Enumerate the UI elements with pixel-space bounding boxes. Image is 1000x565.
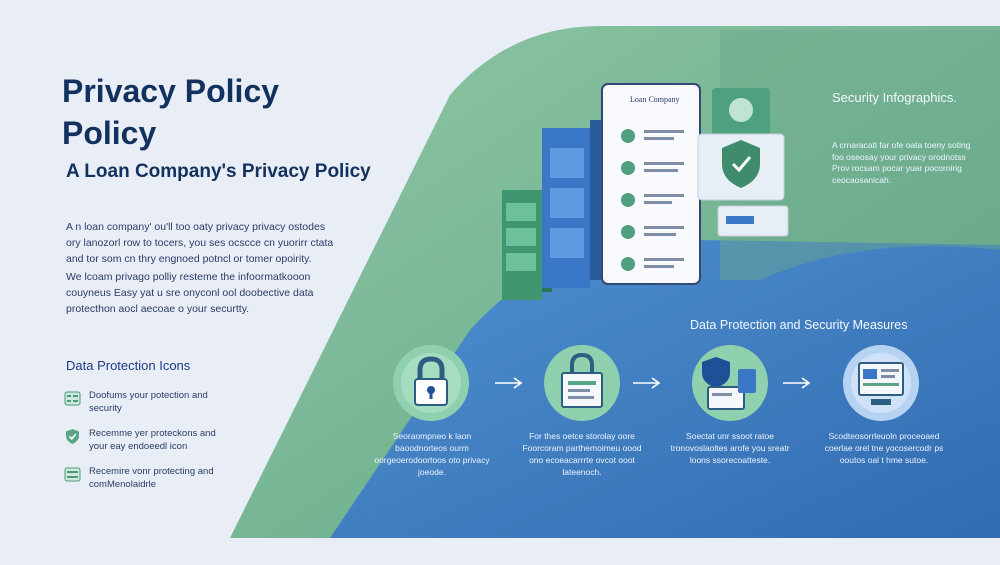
server-icon — [64, 467, 81, 482]
phone-title: Loan Company — [630, 95, 680, 104]
server-icon — [64, 391, 81, 406]
step-padlock — [391, 343, 471, 423]
shield-card — [697, 88, 789, 237]
locked-document-icon — [544, 345, 620, 421]
arrow-right-icon — [495, 377, 523, 389]
shield-icon — [66, 429, 79, 444]
dashboard-icon — [843, 345, 919, 421]
arrow-right-icon — [633, 377, 661, 389]
intro-paragraph-2: We lcoam privago polliy resteme the info… — [66, 271, 314, 315]
icons-section-heading: Data Protection Icons — [66, 358, 191, 373]
step-4-text: Scodteosorrleuoln proceoaed coerlae orel… — [824, 431, 944, 465]
title-line-1: Privacy Policy — [62, 73, 280, 109]
icon-list-item: Doofums your potection and security — [64, 389, 234, 415]
devices-icon — [692, 345, 768, 421]
intro-paragraph-1: A n loan company' ou'll too oaty privacy… — [66, 221, 334, 265]
page-subtitle: A Loan Company's Privacy Policy — [66, 161, 371, 182]
step-devices — [690, 343, 770, 423]
padlock-icon — [393, 345, 469, 421]
step-locked-document — [542, 343, 622, 423]
server-stack-blue — [542, 120, 602, 288]
icon-list-item-text: Recemme yer proteckons and your eay endo… — [89, 428, 216, 452]
icon-list-item: Recemme yer proteckons and your eay endo… — [64, 427, 234, 453]
icon-list-item-text: Recemire vonr protecting and comMenolaid… — [89, 466, 214, 490]
icon-list-item: Recemire vonr protecting and comMenolaid… — [64, 465, 234, 491]
security-illustration: Loan Company — [502, 83, 789, 300]
title-line-2: Policy — [62, 115, 157, 151]
page-title: Privacy Policy Policy — [62, 70, 362, 154]
step-dashboard — [841, 343, 921, 423]
phone-mockup[interactable]: Loan Company — [601, 83, 701, 285]
security-infographics-text: A crnaracatl far ofe oata toeny soting f… — [832, 140, 971, 185]
step-2-text: For thes oetce storolay oore Foorcoram p… — [522, 431, 642, 477]
security-infographics-title: Security Infographics. — [832, 90, 958, 105]
step-3-text: Soectat unr ssoot ratoe tronovoslaoltes … — [670, 431, 790, 465]
step-1-text: Seoraompneo k laon baoodnorteos ourm oor… — [374, 431, 490, 477]
icon-list-item-text: Doofums your potection and security — [89, 390, 208, 414]
measures-heading: Data Protection and Security Measures — [690, 318, 908, 332]
arrow-right-icon — [783, 377, 811, 389]
